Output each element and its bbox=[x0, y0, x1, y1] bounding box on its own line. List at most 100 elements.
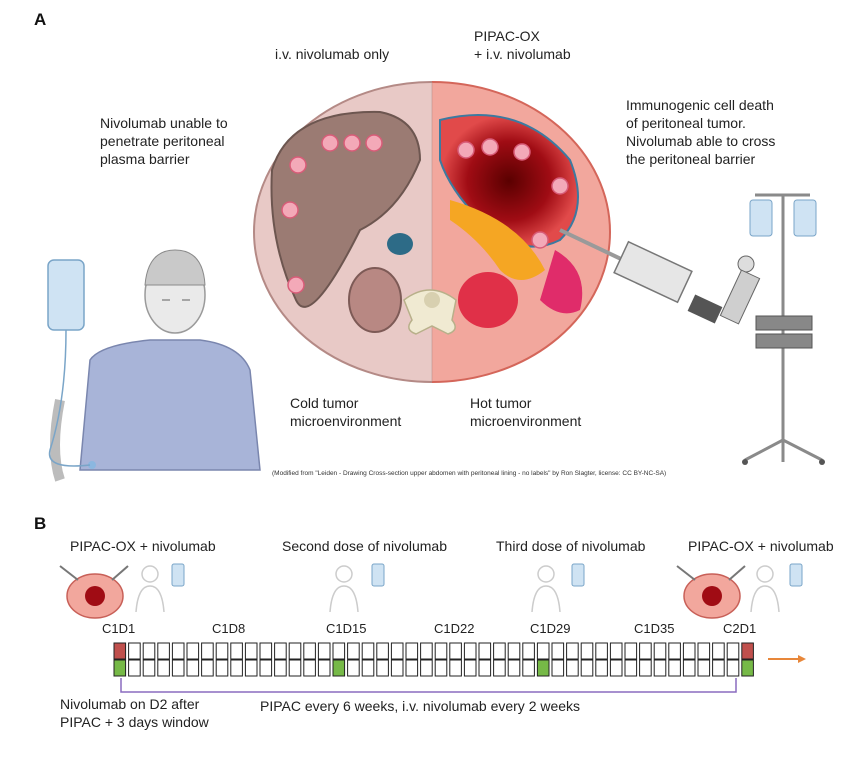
timeline-cells bbox=[113, 642, 754, 677]
continuation-arrow bbox=[768, 655, 806, 663]
window-note-line2: PIPAC + 3 days window bbox=[60, 714, 209, 730]
timeline-day-bottom bbox=[507, 659, 521, 677]
timeline-day-top bbox=[536, 642, 550, 660]
abdomen-cross-section bbox=[253, 81, 611, 383]
timeline-day-bottom bbox=[697, 659, 711, 677]
timeline-day-top bbox=[230, 642, 243, 660]
timeline-day-top bbox=[507, 642, 521, 660]
timeline-day-top bbox=[274, 642, 287, 660]
timeline-day-top bbox=[639, 642, 652, 660]
timeline-day-top bbox=[478, 642, 492, 660]
timeline-day-top bbox=[244, 642, 258, 660]
timeline-day-bottom bbox=[171, 659, 185, 677]
right-header-line2: + i.v. nivolumab bbox=[474, 46, 571, 62]
event-3: Third dose of nivolumab bbox=[496, 538, 646, 554]
timeline-day-bottom bbox=[347, 659, 360, 677]
timeline-day-bottom bbox=[595, 659, 608, 677]
timeline-day-top bbox=[332, 642, 346, 660]
timeline-day-top bbox=[741, 642, 754, 660]
event-2: Second dose of nivolumab bbox=[282, 538, 447, 554]
hot-label-line2: microenvironment bbox=[470, 413, 582, 429]
timeline-day-bottom bbox=[478, 659, 492, 677]
timeline-day-top bbox=[259, 642, 273, 660]
timeline-day-bottom bbox=[536, 659, 550, 677]
timeline-day-bottom bbox=[712, 659, 725, 677]
patient-icon-1 bbox=[135, 565, 165, 613]
timeline-day-top bbox=[712, 642, 725, 660]
timeline-day-top bbox=[186, 642, 200, 660]
right-note-line3: Nivolumab able to cross bbox=[626, 133, 776, 149]
timeline-day-top bbox=[682, 642, 696, 660]
day-label-c1d15: C1D15 bbox=[326, 621, 367, 636]
timeline-day-top bbox=[157, 642, 170, 660]
timeline-day-bottom bbox=[259, 659, 273, 677]
timeline-day-top bbox=[303, 642, 316, 660]
timeline-day-top bbox=[215, 642, 229, 660]
timeline-day-bottom bbox=[741, 659, 754, 677]
timeline-day-bottom bbox=[522, 659, 535, 677]
timeline-day-top bbox=[142, 642, 156, 660]
timeline-day-top bbox=[726, 642, 740, 660]
timeline-day-top bbox=[522, 642, 535, 660]
pipac-icon-start bbox=[59, 565, 129, 619]
timeline-day-bottom bbox=[113, 659, 127, 677]
timeline-day-bottom bbox=[288, 659, 302, 677]
iv-bag-icon-3 bbox=[571, 563, 585, 587]
pipac-icon-end bbox=[676, 565, 746, 619]
timeline-day-bottom bbox=[215, 659, 229, 677]
day-label-c1d22: C1D22 bbox=[434, 621, 475, 636]
timeline-day-top bbox=[420, 642, 433, 660]
left-note-line3: plasma barrier bbox=[100, 151, 190, 167]
timeline-day-top bbox=[697, 642, 711, 660]
pipac-device bbox=[559, 228, 761, 325]
left-header: i.v. nivolumab only bbox=[275, 46, 390, 62]
schedule-note: PIPAC every 6 weeks, i.v. nivolumab ever… bbox=[260, 698, 581, 714]
timeline-day-top bbox=[493, 642, 506, 660]
timeline-day-bottom bbox=[463, 659, 477, 677]
timeline-day-bottom bbox=[244, 659, 258, 677]
timeline-day-top bbox=[434, 642, 448, 660]
timeline-day-bottom bbox=[668, 659, 681, 677]
hot-label-line1: Hot tumor bbox=[470, 395, 532, 411]
image-credit: (Modified from "Leiden - Drawing Cross-s… bbox=[272, 470, 667, 477]
cold-label-line2: microenvironment bbox=[290, 413, 402, 429]
patient-icon-3 bbox=[531, 565, 561, 613]
timeline-day-top bbox=[551, 642, 565, 660]
iv-bag-icon-1 bbox=[171, 563, 185, 587]
timeline-day-bottom bbox=[609, 659, 623, 677]
timeline-day-top bbox=[201, 642, 214, 660]
timeline-day-top bbox=[361, 642, 375, 660]
timeline-day-top bbox=[113, 642, 127, 660]
timeline-day-bottom bbox=[434, 659, 448, 677]
timeline-day-top bbox=[405, 642, 419, 660]
iv-stand-right bbox=[742, 193, 825, 465]
panel-b-label: B bbox=[34, 514, 47, 533]
timeline-day-top bbox=[128, 642, 141, 660]
timeline-day-bottom bbox=[230, 659, 243, 677]
cold-label-line1: Cold tumor bbox=[290, 395, 359, 411]
timeline-day-bottom bbox=[317, 659, 331, 677]
right-note-line1: Immunogenic cell death bbox=[626, 97, 774, 113]
timeline-day-top bbox=[376, 642, 389, 660]
timeline-day-bottom bbox=[201, 659, 214, 677]
timeline-day-bottom bbox=[449, 659, 462, 677]
timeline-day-bottom bbox=[186, 659, 200, 677]
patient-figure bbox=[50, 249, 261, 482]
timeline-day-bottom bbox=[128, 659, 141, 677]
timeline-day-top bbox=[171, 642, 185, 660]
day-label-c1d29: C1D29 bbox=[530, 621, 571, 636]
window-note-line1: Nivolumab on D2 after bbox=[60, 696, 200, 712]
timeline-day-bottom bbox=[157, 659, 170, 677]
event-4: PIPAC-OX + nivolumab bbox=[688, 538, 834, 554]
left-note-line1: Nivolumab unable to bbox=[100, 115, 228, 131]
event-1: PIPAC-OX + nivolumab bbox=[70, 538, 216, 554]
timeline-day-bottom bbox=[274, 659, 287, 677]
timeline-day-top bbox=[288, 642, 302, 660]
timeline-day-bottom bbox=[332, 659, 346, 677]
timeline-day-bottom bbox=[390, 659, 404, 677]
timeline-day-bottom bbox=[726, 659, 740, 677]
timeline-day-top bbox=[566, 642, 579, 660]
timeline-day-bottom bbox=[624, 659, 638, 677]
